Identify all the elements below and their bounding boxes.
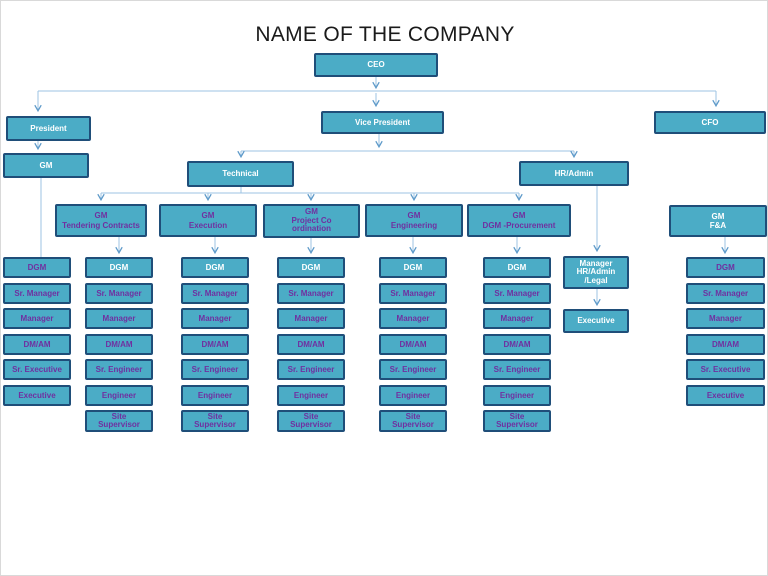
node-engineering-sr-engineer: Sr. Engineer — [379, 359, 447, 380]
node-project-dgm: DGM — [277, 257, 345, 278]
node-cfo: CFO — [654, 111, 766, 134]
page-title: NAME OF THE COMPANY — [255, 23, 515, 46]
node-fa-executive: Executive — [686, 385, 765, 406]
node-execution-dm-am: DM/AM — [181, 334, 249, 355]
node-president: President — [6, 116, 91, 141]
node-engineering-manager: Manager — [379, 308, 447, 329]
node-procurement-dgm: DGM — [483, 257, 551, 278]
node-procurement-manager: Manager — [483, 308, 551, 329]
node-tendering-engineer: Engineer — [85, 385, 153, 406]
node-president-dm-am: DM/AM — [3, 334, 71, 355]
node-tendering-sr-manager: Sr. Manager — [85, 283, 153, 304]
node-execution-site-supervisor: Site Supervisor — [181, 410, 249, 432]
node-gm-engineering: GM Engineering — [365, 204, 463, 237]
node-gm-fa: GM F&A — [669, 205, 767, 237]
node-procurement-sr-manager: Sr. Manager — [483, 283, 551, 304]
node-engineering-engineer: Engineer — [379, 385, 447, 406]
node-procurement-engineer: Engineer — [483, 385, 551, 406]
node-gm-tendering: GM Tendering Contracts — [55, 204, 147, 237]
node-project-manager: Manager — [277, 308, 345, 329]
node-procurement-sr-engineer: Sr. Engineer — [483, 359, 551, 380]
node-technical: Technical — [187, 161, 294, 187]
node-tendering-sr-engineer: Sr. Engineer — [85, 359, 153, 380]
node-tendering-dm-am: DM/AM — [85, 334, 153, 355]
node-execution-manager: Manager — [181, 308, 249, 329]
node-project-sr-engineer: Sr. Engineer — [277, 359, 345, 380]
node-project-engineer: Engineer — [277, 385, 345, 406]
node-president-manager: Manager — [3, 308, 71, 329]
node-hr-admin: HR/Admin — [519, 161, 629, 186]
node-project-dm-am: DM/AM — [277, 334, 345, 355]
node-execution-sr-manager: Sr. Manager — [181, 283, 249, 304]
node-gm-procurement: GM DGM -Procurement — [467, 204, 571, 237]
node-procurement-dm-am: DM/AM — [483, 334, 551, 355]
node-fa-manager: Manager — [686, 308, 765, 329]
node-president-executive: Executive — [3, 385, 71, 406]
node-tendering-site-supervisor: Site Supervisor — [85, 410, 153, 432]
node-ceo: CEO — [314, 53, 438, 77]
node-project-site-supervisor: Site Supervisor — [277, 410, 345, 432]
node-project-sr-manager: Sr. Manager — [277, 283, 345, 304]
node-engineering-dgm: DGM — [379, 257, 447, 278]
node-execution-dgm: DGM — [181, 257, 249, 278]
node-gm-execution: GM Execution — [159, 204, 257, 237]
node-tendering-manager: Manager — [85, 308, 153, 329]
node-procurement-site-supervisor: Site Supervisor — [483, 410, 551, 432]
node-fa-dm-am: DM/AM — [686, 334, 765, 355]
node-president-sr-executive: Sr. Executive — [3, 359, 71, 380]
node-engineering-site-supervisor: Site Supervisor — [379, 410, 447, 432]
node-fa-sr-manager: Sr. Manager — [686, 283, 765, 304]
node-gm-project: GM Project Co ordination — [263, 204, 360, 238]
node-tendering-dgm: DGM — [85, 257, 153, 278]
node-hr-executive: Executive — [563, 309, 629, 333]
node-execution-sr-engineer: Sr. Engineer — [181, 359, 249, 380]
node-engineering-dm-am: DM/AM — [379, 334, 447, 355]
node-president-dgm: DGM — [3, 257, 71, 278]
node-president-sr-manager: Sr. Manager — [3, 283, 71, 304]
node-fa-sr-executive: Sr. Executive — [686, 359, 765, 380]
node-president-gm: GM — [3, 153, 89, 178]
node-engineering-sr-manager: Sr. Manager — [379, 283, 447, 304]
node-vice-president: Vice President — [321, 111, 444, 134]
node-fa-dgm: DGM — [686, 257, 765, 278]
node-execution-engineer: Engineer — [181, 385, 249, 406]
node-hr-manager: Manager HR/Admin /Legal — [563, 256, 629, 289]
